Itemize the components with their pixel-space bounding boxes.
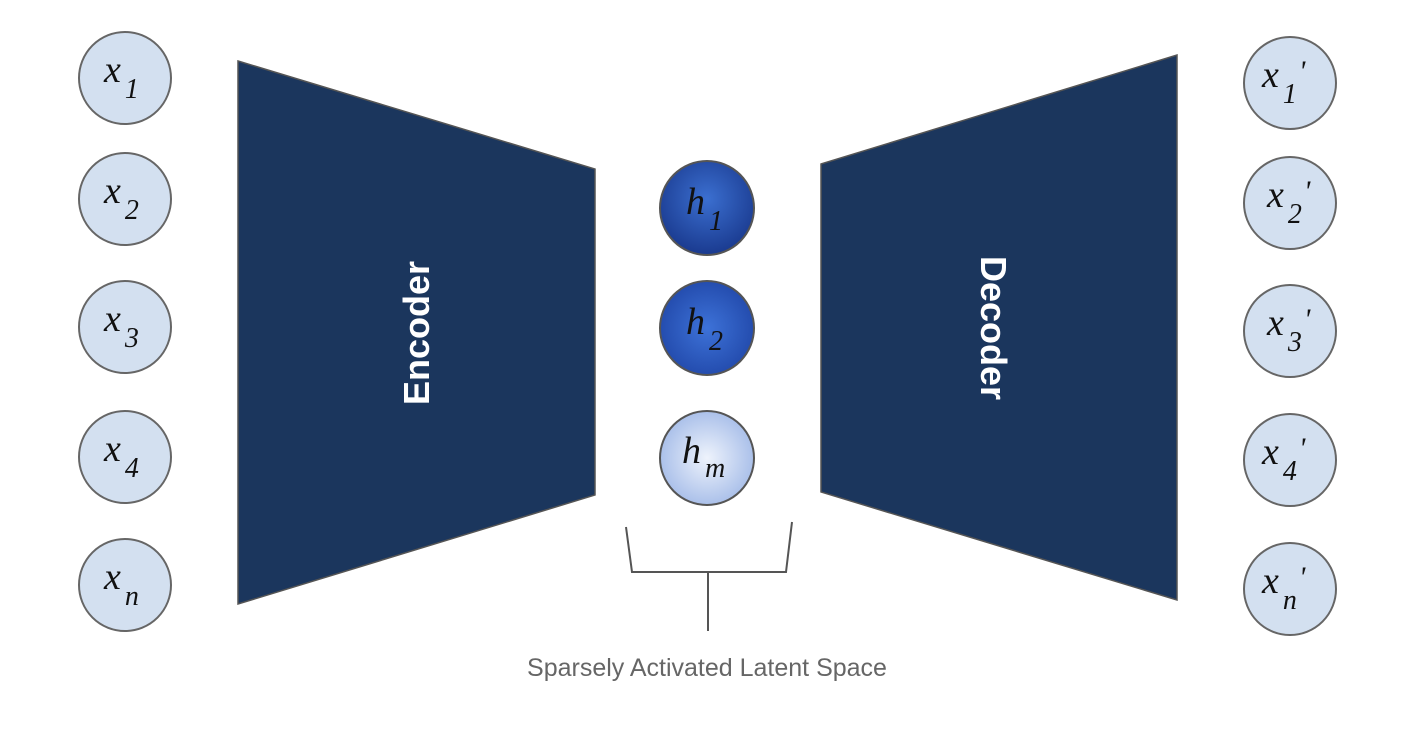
output-node-symbol: x [1266, 302, 1284, 344]
latent-node-circle [659, 410, 755, 506]
output-node-symbol: x [1261, 54, 1279, 96]
output-node-prime: ' [1299, 561, 1306, 594]
input-node-subscript: 1 [125, 74, 139, 105]
latent-space-caption: Sparsely Activated Latent Space [527, 654, 887, 682]
output-node-subscript: 3 [1287, 327, 1302, 358]
latent-node-subscript: 1 [709, 206, 723, 237]
output-node-prime: ' [1299, 432, 1306, 465]
output-node-subscript: n [1283, 585, 1297, 616]
decoder-label: Decoder [973, 256, 1014, 400]
latent-node-symbol: h [682, 430, 701, 472]
output-node-circle [1243, 284, 1337, 378]
input-node-symbol: x [103, 49, 121, 91]
output-node-circle [1243, 36, 1337, 130]
latent-node-subscript: 2 [709, 326, 723, 357]
input-node-subscript: n [125, 581, 139, 612]
output-node-circle [1243, 156, 1337, 250]
output-node-symbol: x [1266, 174, 1284, 216]
input-node-symbol: x [103, 556, 121, 598]
latent-node-subscript: m [705, 453, 725, 484]
output-node-subscript: 2 [1288, 199, 1302, 230]
latent-node-circle [659, 160, 755, 256]
input-node-circle [78, 410, 172, 504]
input-node-subscript: 2 [125, 195, 139, 226]
output-node-prime: ' [1304, 303, 1311, 336]
input-node-symbol: x [103, 170, 121, 212]
output-node-prime: ' [1304, 175, 1311, 208]
decoder-shape [820, 53, 1178, 602]
latent-brace [625, 521, 793, 631]
latent-node-symbol: h [686, 301, 705, 343]
output-node-symbol: x [1261, 431, 1279, 473]
output-node-subscript: 1 [1283, 79, 1297, 110]
encoder-block: Encoder [237, 59, 596, 606]
output-node-prime: ' [1299, 55, 1306, 88]
input-node-circle [78, 538, 172, 632]
input-node-symbol: x [103, 428, 121, 470]
output-node-circle [1243, 542, 1337, 636]
encoder-label: Encoder [396, 261, 437, 405]
encoder-shape [237, 59, 596, 606]
input-node-circle [78, 152, 172, 246]
output-node-subscript: 4 [1283, 456, 1297, 487]
brace-line [625, 521, 793, 573]
input-node-symbol: x [103, 298, 121, 340]
input-node-subscript: 3 [124, 323, 139, 354]
decoder-block: Decoder [820, 53, 1178, 602]
latent-node-symbol: h [686, 181, 705, 223]
output-node-symbol: x [1261, 560, 1279, 602]
input-node-subscript: 4 [125, 453, 139, 484]
output-node-circle [1243, 413, 1337, 507]
input-node-circle [78, 280, 172, 374]
latent-node-circle [659, 280, 755, 376]
input-node-circle [78, 31, 172, 125]
